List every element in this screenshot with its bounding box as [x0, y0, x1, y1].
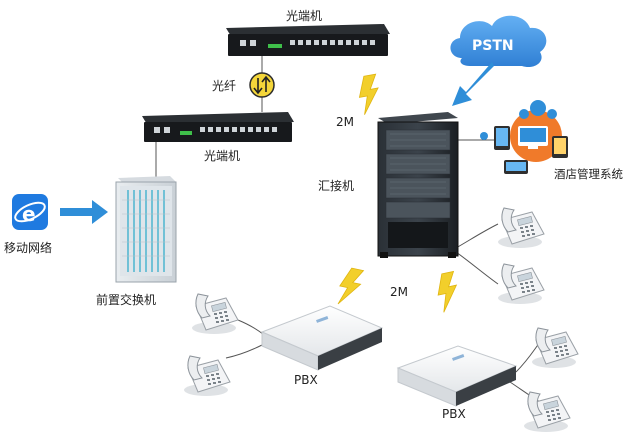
pstn-arrow: [452, 62, 494, 106]
phone-right-bottom: [523, 391, 571, 433]
hotel-system-icon: [480, 100, 568, 174]
front-switch-label: 前置交换机: [96, 292, 156, 307]
optical-bottom-label: 光端机: [204, 149, 240, 163]
lightning-bolt-top: [355, 73, 383, 116]
ie-glyph: e: [22, 202, 36, 226]
pbx-left-label: PBX: [294, 373, 318, 387]
optical-top-label: 光端机: [286, 9, 322, 23]
pbx-right: [396, 345, 518, 407]
mobile-to-switch-arrow: [60, 200, 108, 224]
fiber-badge: [249, 72, 275, 98]
aggregator-rack: [377, 112, 459, 258]
lightning-bolt-right: [433, 271, 462, 314]
phone-rack-top: [497, 207, 545, 249]
mobile-network-icon: [12, 194, 48, 230]
front-switch-cabinet: [115, 176, 177, 283]
fiber-label: 光纤: [212, 79, 236, 93]
connection-lines: [155, 55, 541, 403]
pstn-cloud: [450, 15, 547, 68]
phone-left-top: [191, 293, 239, 335]
phone-right-top: [531, 327, 579, 369]
hotel-system-label: 酒店管理系统: [554, 167, 623, 181]
lightning-bolt-left: [335, 266, 364, 309]
pbx-right-label: PBX: [442, 407, 466, 421]
aggregator-label: 汇接机: [318, 178, 354, 193]
optical-terminal-bottom: [142, 112, 294, 142]
pbx-left: [260, 305, 384, 371]
phone-left-bottom: [183, 355, 231, 397]
mobile-network-label: 移动网络: [4, 240, 52, 255]
link-top-label: 2M: [336, 115, 354, 129]
phone-rack-bottom: [497, 263, 545, 305]
optical-terminal-top: [226, 24, 390, 56]
pstn-label: PSTN: [472, 38, 514, 54]
link-bottom-label: 2M: [390, 285, 408, 299]
